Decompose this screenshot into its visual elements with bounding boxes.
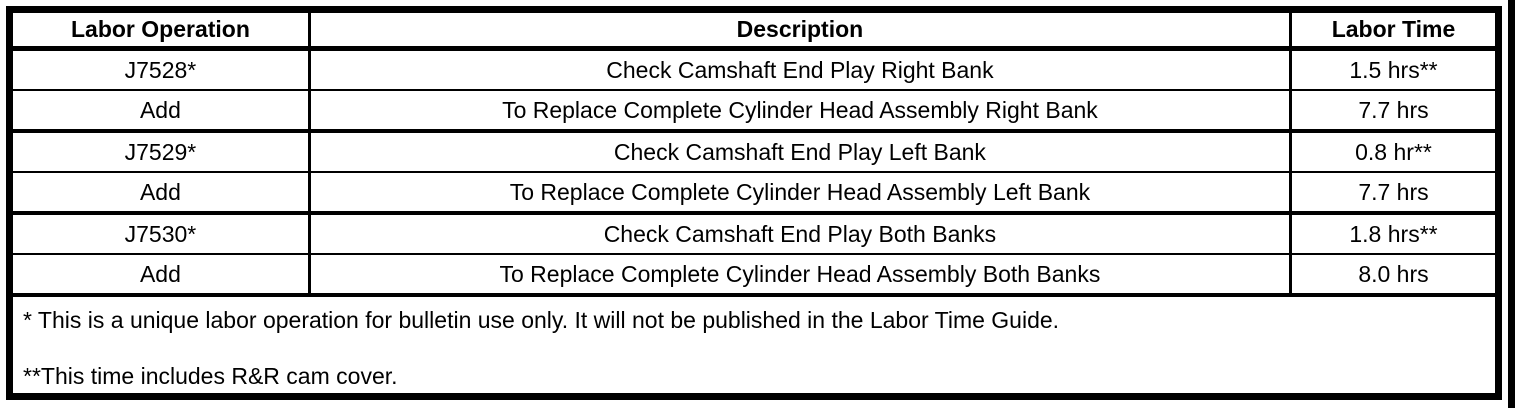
table-row: Add To Replace Complete Cylinder Head As… [13, 172, 1495, 215]
footnotes: * This is a unique labor operation for b… [13, 297, 1495, 388]
description-cell: To Replace Complete Cylinder Head Assemb… [309, 172, 1292, 215]
table-row: Add To Replace Complete Cylinder Head As… [13, 90, 1495, 133]
description-cell: Check Camshaft End Play Right Bank [309, 48, 1292, 91]
labor-time-cell: 7.7 hrs [1290, 90, 1495, 133]
footnote-time-includes-cam-cover: **This time includes R&R cam cover. [23, 363, 398, 389]
description-cell: Check Camshaft End Play Both Banks [309, 213, 1292, 255]
table-row: J7529* Check Camshaft End Play Left Bank… [13, 131, 1495, 173]
labor-time-cell: 7.7 hrs [1290, 172, 1495, 215]
column-header-labor-time: Labor Time [1290, 13, 1495, 51]
column-header-labor-operation: Labor Operation [13, 13, 311, 51]
labor-operation-cell: Add [13, 90, 311, 133]
footnote-unique-labor-operation: * This is a unique labor operation for b… [23, 307, 1060, 333]
labor-operation-cell: Add [13, 172, 311, 215]
table-row: J7528* Check Camshaft End Play Right Ban… [13, 48, 1495, 91]
labor-operation-cell: J7530* [13, 213, 311, 255]
page-edge-line [1508, 0, 1515, 408]
labor-time-table: Labor Operation Description Labor Time J… [13, 13, 1495, 297]
labor-operation-cell: Add [13, 254, 311, 297]
labor-time-cell: 1.5 hrs** [1290, 48, 1495, 91]
description-cell: To Replace Complete Cylinder Head Assemb… [309, 90, 1292, 133]
labor-time-cell: 1.8 hrs** [1290, 213, 1495, 255]
table-row: J7530* Check Camshaft End Play Both Bank… [13, 213, 1495, 255]
labor-operation-cell: J7528* [13, 48, 311, 91]
column-header-description: Description [309, 13, 1292, 51]
labor-time-cell: 0.8 hr** [1290, 131, 1495, 173]
header-row: Labor Operation Description Labor Time [13, 13, 1495, 51]
labor-time-cell: 8.0 hrs [1290, 254, 1495, 297]
description-cell: Check Camshaft End Play Left Bank [309, 131, 1292, 173]
table-row: Add To Replace Complete Cylinder Head As… [13, 254, 1495, 297]
description-cell: To Replace Complete Cylinder Head Assemb… [309, 254, 1292, 297]
labor-time-table-frame: Labor Operation Description Labor Time J… [6, 6, 1502, 400]
labor-operation-cell: J7529* [13, 131, 311, 173]
